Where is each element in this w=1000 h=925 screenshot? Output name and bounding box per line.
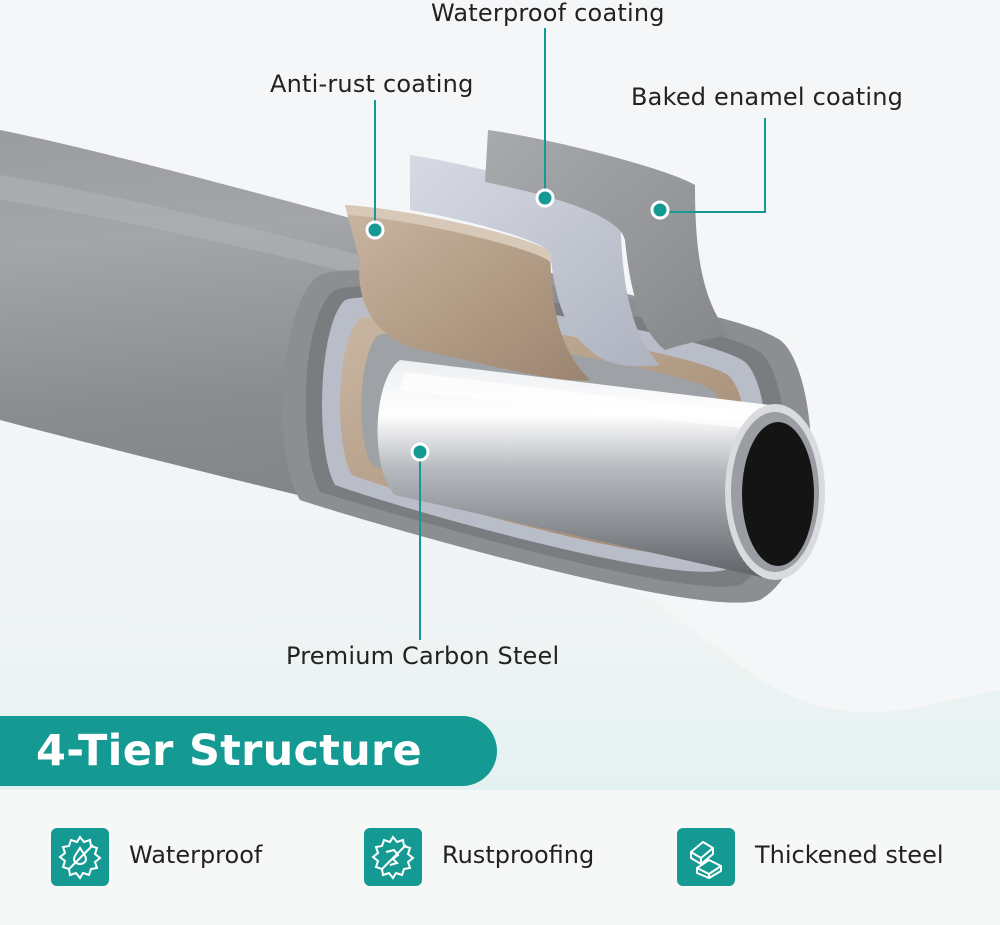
feature-label: Waterproof [129, 841, 263, 869]
waterproof-coating-marker [535, 188, 555, 208]
baked-enamel-coating-label: Baked enamel coating [631, 83, 904, 111]
anti-rust-coating-marker [365, 220, 385, 240]
premium-carbon-steel-marker [410, 442, 430, 462]
waterproof-icon [51, 828, 109, 886]
premium-carbon-steel-label: Premium Carbon Steel [286, 642, 560, 670]
banner-title: 4-Tier Structure [36, 726, 423, 776]
anti-rust-coating-label: Anti-rust coating [270, 70, 474, 98]
waterproof-coating-label: Waterproof coating [431, 0, 665, 27]
thickened-steel-icon [677, 828, 735, 886]
rustproofing-icon [364, 828, 422, 886]
baked-enamel-coating-marker [650, 200, 670, 220]
feature-label: Thickened steel [755, 841, 944, 869]
feature-label: Rustproofing [442, 841, 595, 869]
title-banner: 4-Tier Structure [0, 716, 497, 786]
